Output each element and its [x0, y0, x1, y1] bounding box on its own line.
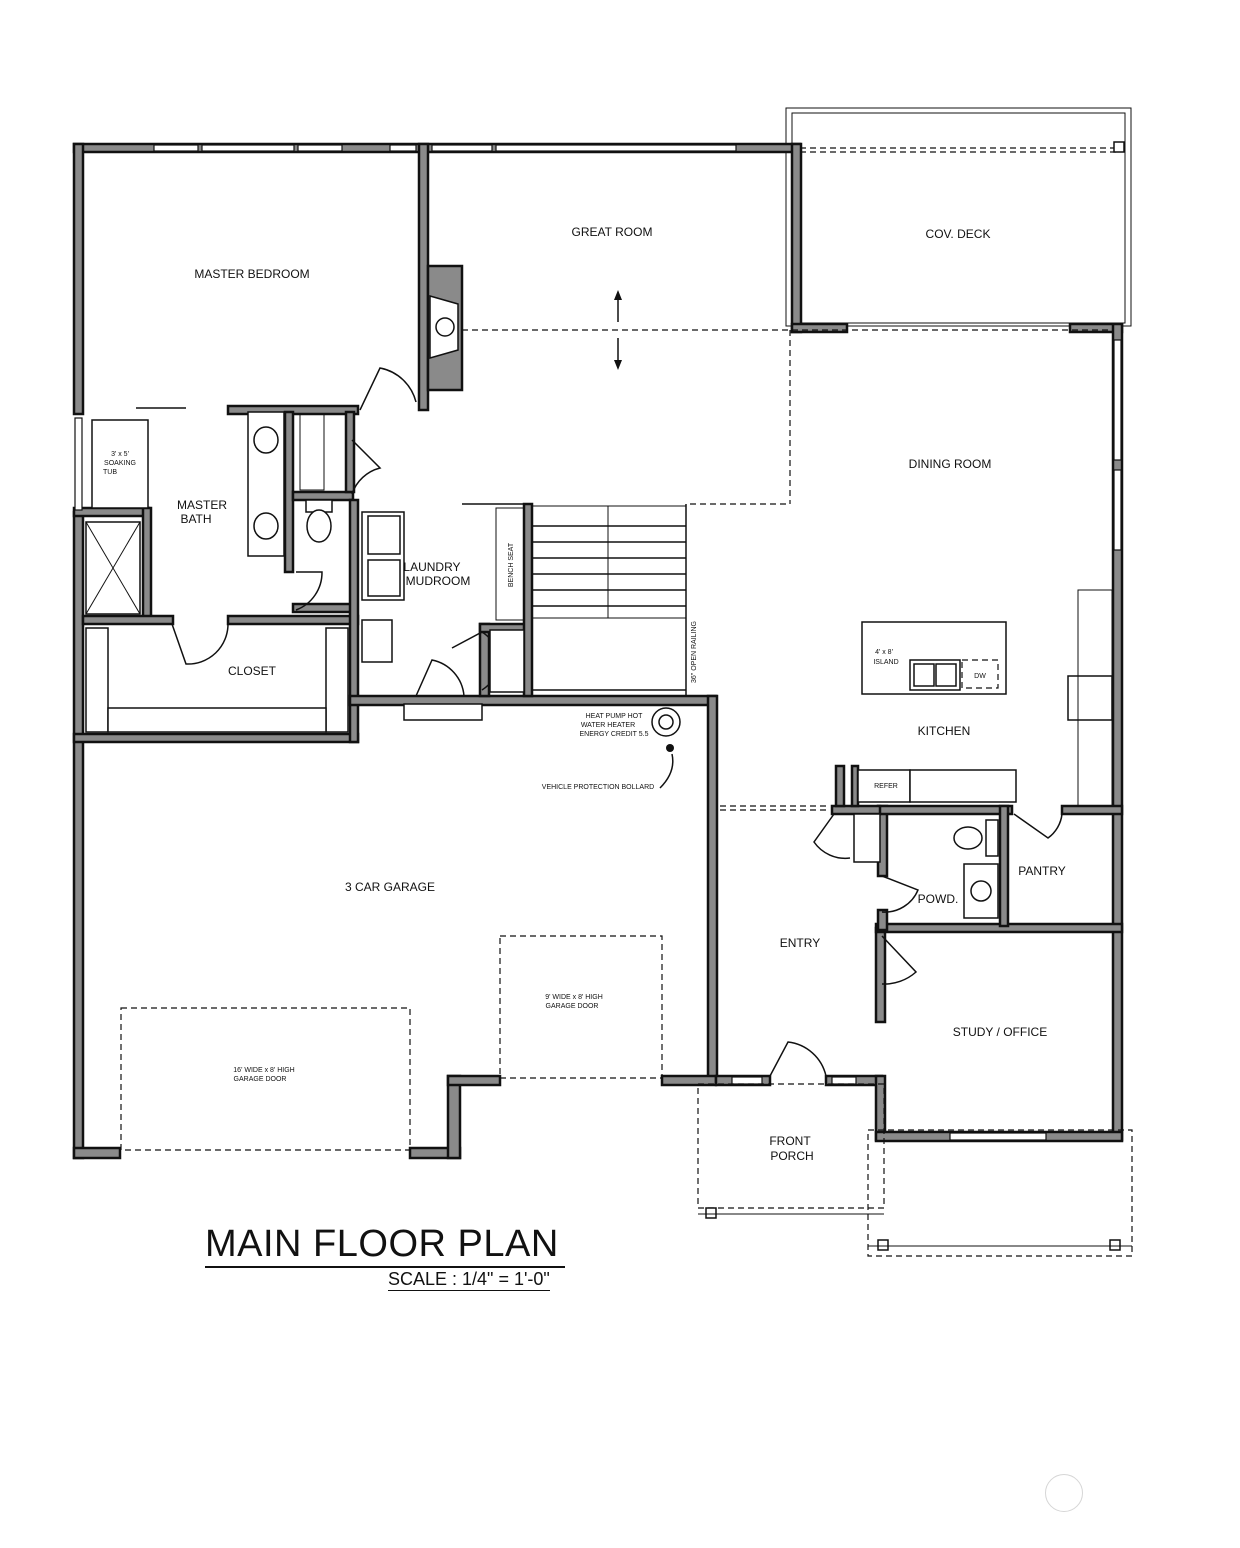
room-label-dining-room: DINING ROOM: [909, 457, 992, 471]
watermark-logo: [1045, 1474, 1083, 1512]
note-island-1: 4' x 8': [875, 649, 893, 656]
room-label-front-porch-2: PORCH: [770, 1149, 813, 1163]
room-label-great-room: GREAT ROOM: [572, 225, 653, 239]
room-label-cov-deck: COV. DECK: [926, 227, 991, 241]
room-labels: MASTER BEDROOM GREAT ROOM COV. DECK DINI…: [177, 225, 1066, 1163]
note-tub-3: TUB: [103, 469, 117, 476]
note-tub-1: 3' x 5': [111, 451, 129, 458]
fixtures: [85, 411, 1113, 919]
note-water-heater-1: HEAT PUMP HOT: [586, 713, 644, 720]
note-refer: REFER: [874, 783, 898, 790]
walls: [72, 142, 1124, 1160]
room-label-kitchen: KITCHEN: [918, 724, 971, 738]
note-garage-door-small-2: GARAGE DOOR: [546, 1003, 599, 1010]
room-label-mudroom: MUDROOM: [406, 574, 471, 588]
room-label-closet: CLOSET: [228, 664, 277, 678]
room-label-front-porch-1: FRONT: [769, 1134, 811, 1148]
room-label-laundry: LAUNDRY: [403, 560, 460, 574]
covered-deck-outline: [785, 107, 1132, 327]
note-garage-door-large-1: 16' WIDE x 8' HIGH: [233, 1067, 294, 1074]
plan-scale: SCALE : 1/4" = 1'-0": [388, 1269, 550, 1291]
note-garage-door-small-1: 9' WIDE x 8' HIGH: [545, 994, 603, 1001]
note-dishwasher: DW: [974, 673, 986, 680]
note-garage-door-large-2: GARAGE DOOR: [234, 1076, 287, 1083]
staircase: [495, 504, 687, 696]
annotations: 3' x 5' SOAKING TUB BENCH SEAT 36" OPEN …: [103, 451, 986, 1083]
note-water-heater-3: ENERGY CREDIT 5.5: [580, 731, 649, 738]
room-label-entry: ENTRY: [780, 936, 820, 950]
room-label-study: STUDY / OFFICE: [953, 1025, 1047, 1039]
fireplace-view-arrow: [614, 290, 622, 370]
room-label-master-bath-2: BATH: [180, 512, 211, 526]
note-bench-seat: BENCH SEAT: [508, 542, 515, 587]
room-label-master-bedroom: MASTER BEDROOM: [194, 267, 309, 281]
room-label-pantry: PANTRY: [1018, 864, 1066, 878]
plan-title: MAIN FLOOR PLAN: [205, 1222, 565, 1268]
room-label-garage: 3 CAR GARAGE: [345, 880, 435, 894]
note-tub-2: SOAKING: [104, 460, 136, 467]
note-island-2: ISLAND: [873, 659, 898, 666]
room-label-powder: POWD.: [918, 892, 959, 906]
note-bollard: VEHICLE PROTECTION BOLLARD: [542, 784, 654, 791]
note-water-heater-2: WATER HEATER: [581, 722, 635, 729]
windows: [74, 144, 1122, 1141]
note-open-railing: 36" OPEN RAILING: [691, 621, 698, 683]
room-label-master-bath-1: MASTER: [177, 498, 227, 512]
dashed-lines: [120, 329, 1133, 1257]
